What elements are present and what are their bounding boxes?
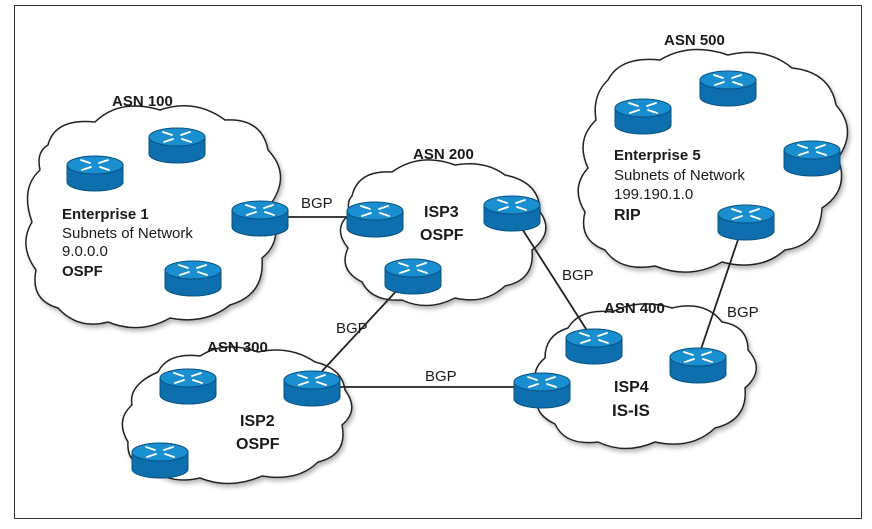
isp3-name: ISP3 [424,204,459,221]
router-isp3-right-icon [483,195,541,232]
router-ent5-left-icon [614,98,672,135]
router-isp2-bottom-icon [131,442,189,479]
link-label-isp3-isp2: BGP [336,320,368,337]
router-ent5-bottom-icon [717,204,775,241]
router-ent5-top-icon [699,70,757,107]
routers [66,70,841,479]
link-label-ent1-isp3: BGP [301,195,333,212]
link-label-isp4-ent5: BGP [727,304,759,321]
isp2-name: ISP2 [240,413,275,430]
router-isp4-top-icon [565,328,623,365]
asn500-label: ASN 500 [664,32,725,49]
router-ent5-right-icon [783,140,841,177]
link-label-isp2-isp4: BGP [425,368,457,385]
link-label-isp3-isp4: BGP [562,267,594,284]
asn200-label: ASN 200 [413,146,474,163]
asn100-label: ASN 100 [112,93,173,110]
enterprise5-protocol: RIP [614,207,641,224]
link-isp3-isp4 [511,212,596,344]
isp4-name: ISP4 [614,379,649,396]
router-ent1-top-icon [148,127,206,164]
enterprise1-network: 9.0.0.0 [62,243,108,260]
asn400-label: ASN 400 [604,300,665,317]
router-isp3-left-icon [346,201,404,238]
enterprise5-title: Enterprise 5 [614,147,701,164]
enterprise1-subtitle: Subnets of Network [62,225,193,242]
router-ent1-left-icon [66,155,124,192]
enterprise1-title: Enterprise 1 [62,206,149,223]
isp2-protocol: OSPF [236,436,280,453]
router-isp2-right-icon [283,370,341,407]
router-isp4-edge-icon [513,372,571,409]
isp3-protocol: OSPF [420,227,464,244]
link-isp4-ent5 [696,218,746,362]
enterprise5-network: 199.190.1.0 [614,186,693,203]
router-ent1-edge-icon [231,200,289,237]
isp4-protocol: IS-IS [612,401,650,420]
enterprise1-protocol: OSPF [62,263,103,280]
asn300-label: ASN 300 [207,339,268,356]
router-isp3-bottom-icon [384,258,442,295]
router-isp2-left-icon [159,368,217,405]
router-isp4-right-icon [669,347,727,384]
enterprise5-subtitle: Subnets of Network [614,167,745,184]
router-ent1-bottom-icon [164,260,222,297]
diagram-frame [14,5,862,519]
